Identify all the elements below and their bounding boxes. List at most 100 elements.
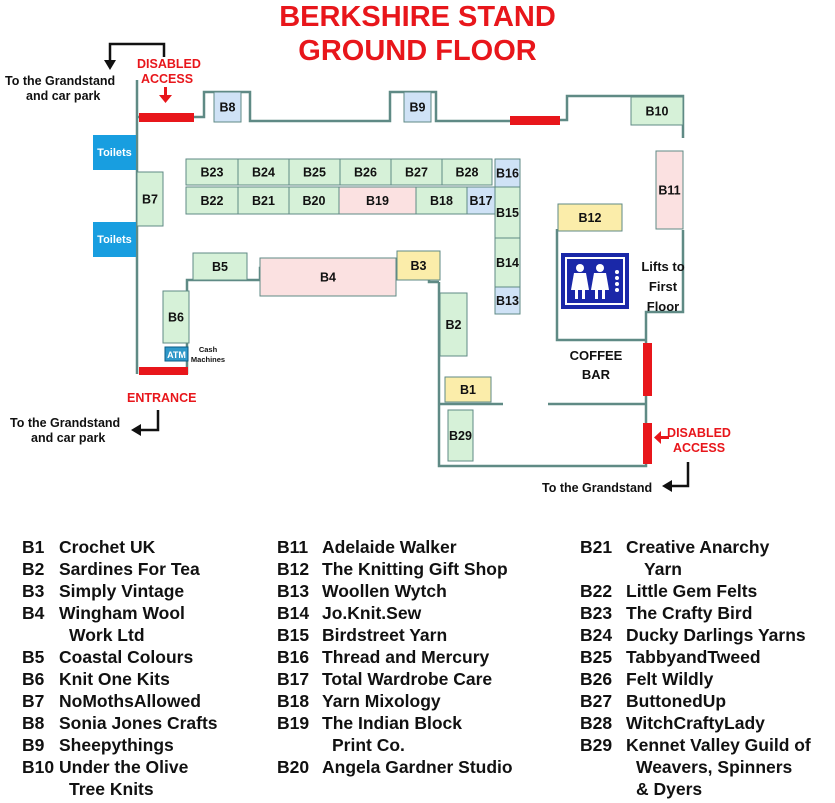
stall-label-b11: B11 [658, 184, 680, 198]
toilets-label-1: Toilets [97, 147, 132, 159]
legend-code: B24 [580, 625, 613, 645]
legend-code [277, 734, 322, 756]
disabled-access-right: DISABLED ACCESS [665, 426, 733, 456]
toilets-label-2: Toilets [97, 234, 132, 246]
stall-label-b21: B21 [252, 194, 275, 208]
disabled-right-arrow-shaft [661, 436, 669, 439]
legend-code: B18 [277, 691, 310, 711]
legend-code: B16 [277, 647, 310, 667]
access-bar-entrance [139, 367, 188, 375]
stall-b23 [185, 158, 239, 186]
grandstand-car-park-bottom: To the Grandstand and car park [10, 416, 140, 446]
disabled-access-right-line-2: ACCESS [672, 441, 726, 455]
legend-code: B29 [580, 735, 613, 755]
stall-b18 [415, 186, 468, 215]
legend-code: B2 [22, 559, 45, 579]
legend-name: Little Gem Felts [626, 581, 758, 601]
access-bar-top [139, 113, 194, 122]
legend-name: Adelaide Walker [322, 537, 457, 557]
stall-b14 [494, 237, 521, 288]
stall-label-b24: B24 [252, 166, 275, 180]
stall-b20 [288, 186, 340, 215]
legend-name: Sheepythings [59, 735, 174, 755]
stall-b6 [162, 290, 190, 344]
stall-label-b6: B6 [168, 311, 184, 325]
legend-code: B11 [277, 537, 309, 557]
toilets-block-2 [93, 222, 136, 257]
access-bar-north-east [510, 116, 560, 125]
legend-item-b29-line-2: Weavers, Spinners [580, 756, 811, 778]
lift-icon [561, 253, 629, 309]
legend-code: B1 [22, 537, 45, 557]
legend-code [580, 778, 626, 800]
stall-b9 [403, 91, 432, 123]
stall-label-b7: B7 [142, 193, 158, 207]
to-grandstand-label: To the Grandstand [542, 481, 653, 495]
toilets: Toilets Toilets [93, 135, 136, 257]
legend-name: The Crafty Bird [626, 603, 753, 623]
legend-code: B7 [22, 691, 45, 711]
disabled-right-arrow-head [654, 431, 661, 444]
wall-north [137, 90, 510, 123]
legend-code [580, 756, 626, 778]
legend-name: ButtonedUp [626, 691, 727, 711]
stall-label-b17: B17 [470, 194, 493, 208]
access-bar-coffee [643, 343, 652, 396]
legend-name: TabbyandTweed [626, 647, 761, 667]
grandstand-car-park-bottom-line-1: To the Grandstand [10, 416, 121, 430]
atm: ATM Cash Machines [164, 345, 225, 364]
exit-arrow-top [108, 42, 166, 62]
legend-code: B19 [277, 713, 310, 733]
stall-b10 [630, 96, 684, 126]
stall-label-b27: B27 [405, 166, 428, 180]
stall-label-b29: B29 [449, 429, 472, 443]
legend-name: NoMothsAllowed [59, 691, 201, 711]
stall-b24 [237, 158, 290, 186]
legend-code: B3 [22, 581, 45, 601]
exit-arrow-right-head [662, 480, 672, 492]
legend-code: B14 [277, 603, 310, 623]
legend-code: B15 [277, 625, 310, 645]
legend-name: Creative Anarchy [626, 537, 770, 557]
map-title-line-2: GROUND FLOOR [298, 35, 537, 67]
lifts-label: Lifts to First Floor [632, 257, 694, 317]
stall-b11 [655, 150, 684, 230]
stall-b26 [339, 158, 392, 186]
toilets-block-1 [93, 135, 136, 170]
legend-code: B21 [580, 537, 613, 557]
stall-label-b18: B18 [430, 194, 453, 208]
legend-code: B12 [277, 559, 310, 579]
stall-label-b4: B4 [320, 271, 336, 285]
stall-b15 [494, 186, 521, 239]
exit-arrow-right [670, 462, 690, 488]
legend-name: Yarn [644, 559, 682, 579]
coffee-bar-line-1: COFFEE [569, 348, 623, 363]
stall-label-b23: B23 [201, 166, 224, 180]
legend-code: B26 [580, 669, 613, 689]
grandstand-car-park-top-line-1: To the Grandstand [5, 74, 116, 88]
exit-arrows [108, 42, 690, 488]
legend-name: Wingham Wool [59, 603, 185, 623]
stall-label-b3: B3 [411, 259, 427, 273]
stall-label-b26: B26 [354, 166, 377, 180]
stall-b13 [494, 286, 521, 315]
lifts-label-line-3: Floor [646, 299, 680, 314]
legend-item-b11: B11 Adelaide Walker [277, 536, 513, 558]
lifts-label-line-2: First [648, 279, 678, 294]
